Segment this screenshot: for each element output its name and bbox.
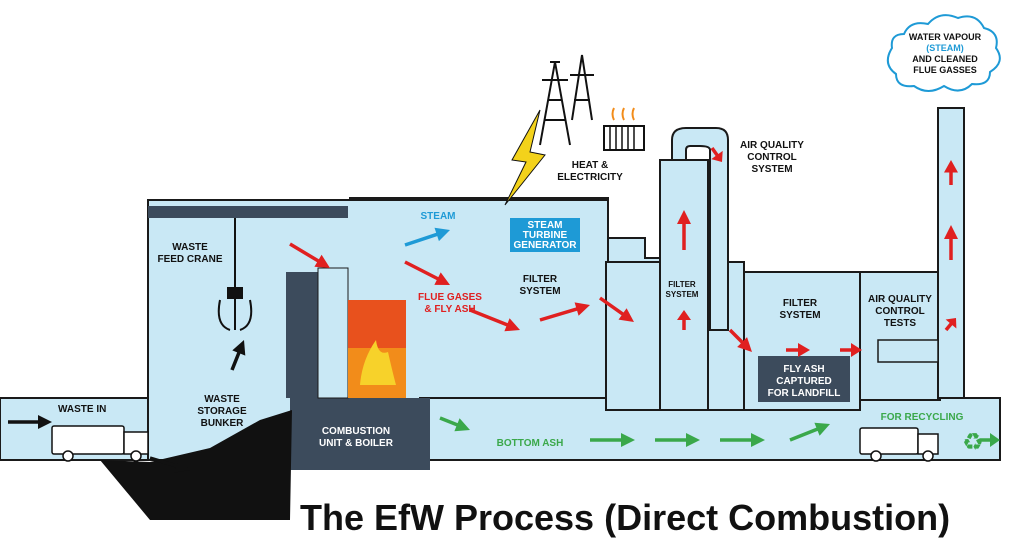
recycle-arrow [980,433,1000,447]
steam-arrow [404,227,450,247]
filter-arrow [786,343,810,357]
steam-turbine-label-2: TURBINE [523,230,568,241]
waste-storage-bunker-label-1: WASTE [204,394,240,405]
crane-grab-icon [217,218,253,331]
water-vapour-label-4: FLUE GASSES [913,65,977,75]
waste-storage-bunker-label-3: BUNKER [201,418,245,429]
filter-system-main-label-2: SYSTEM [519,286,560,297]
aqcs-label-3: SYSTEM [751,164,792,175]
flow-arrows [8,146,1000,473]
lightning-icon [504,109,546,206]
ash-arrow-4 [720,433,765,447]
steam-label: STEAM [421,211,456,222]
aqct-label-1: AIR QUALITY [868,294,932,305]
fly-ash-box [758,356,850,402]
ash-arrow-1 [439,416,470,432]
bottom-ash-label: BOTTOM ASH [497,438,564,449]
flue-arrow-2 [469,308,520,332]
waste-in-arrow [8,415,52,429]
flue-gases-label-1: FLUE GASES [418,292,482,303]
steam-turbine-label-3: GENERATOR [514,240,578,251]
fly-ash-label-1: FLY ASH [783,364,824,375]
to-chimney-arrow [944,318,957,332]
aqcs-arrow [710,146,723,162]
waste-feed-crane-label-1: WASTE [172,242,208,253]
radiator-icon [603,107,645,151]
drop-arrow [728,328,752,352]
filter-system-right-label-2: SYSTEM [779,310,820,321]
flue-arrow-3 [539,302,590,322]
waste-pile [100,410,292,520]
combustion-unit-label-2: UNIT & BOILER [319,438,394,449]
flue-gases-label-2: & FLY ASH [424,304,475,315]
page-title: The EfW Process (Direct Combustion) [300,497,950,538]
filter-system-tower-label-2: SYSTEM [666,290,699,299]
hopper-structure [286,267,430,470]
tower-up-arrow [677,210,691,250]
ash-arrow-5 [789,422,830,442]
steam-turbine-label-1: STEAM [528,220,563,231]
steam-turbine-box [510,218,580,252]
cloud-icon [886,14,1001,92]
building-outline [0,107,1001,461]
aqct-label-2: CONTROL [875,306,924,317]
for-recycling-label: FOR RECYCLING [881,412,964,423]
dump-arrow [149,456,190,473]
chimney-arrow-2 [944,160,958,185]
aqct-label-3: TESTS [884,318,917,329]
crane-lift-arrow [230,340,246,371]
water-vapour-label-1: WATER VAPOUR [909,32,982,42]
flue-arrow-1 [404,260,450,285]
filter-system-main-label-1: FILTER [523,274,558,285]
filter-system-right-label-1: FILTER [783,298,818,309]
garbage-truck-icon [51,425,149,462]
fly-ash-label-2: CAPTURED [776,376,832,387]
aqcs-label-2: CONTROL [747,152,796,163]
aqcs-label-1: AIR QUALITY [740,140,804,151]
flue-arrow-4 [598,296,634,322]
crane-rail [148,206,348,218]
heat-electricity-label-1: HEAT & [572,160,608,171]
feed-arrow [289,242,330,268]
to-tests-arrow [840,343,862,357]
waste-storage-bunker-label-2: STORAGE [197,406,247,417]
filter-system-tower-label-1: FILTER [668,280,696,289]
recycling-icon: ♻ [962,428,984,456]
waste-in-label: WASTE IN [58,404,106,415]
heat-electricity-label-2: ELECTRICITY [557,172,623,183]
garbage-truck-icon [859,427,939,462]
ash-arrow-2 [590,433,635,447]
chimney-arrow-1 [944,225,958,260]
combustion-unit-label-1: COMBUSTION [322,426,390,437]
tower-up-arrow-2 [677,310,691,330]
fly-ash-label-3: FOR LANDFILL [768,388,841,399]
water-vapour-label-3: AND CLEANED [912,54,978,64]
fire-icon [360,340,396,385]
water-vapour-label-2: (STEAM) [926,43,964,53]
electricity-pylon-icon [539,54,594,146]
waste-feed-crane-label-2: FEED CRANE [157,254,222,265]
ash-arrow-3 [655,433,700,447]
